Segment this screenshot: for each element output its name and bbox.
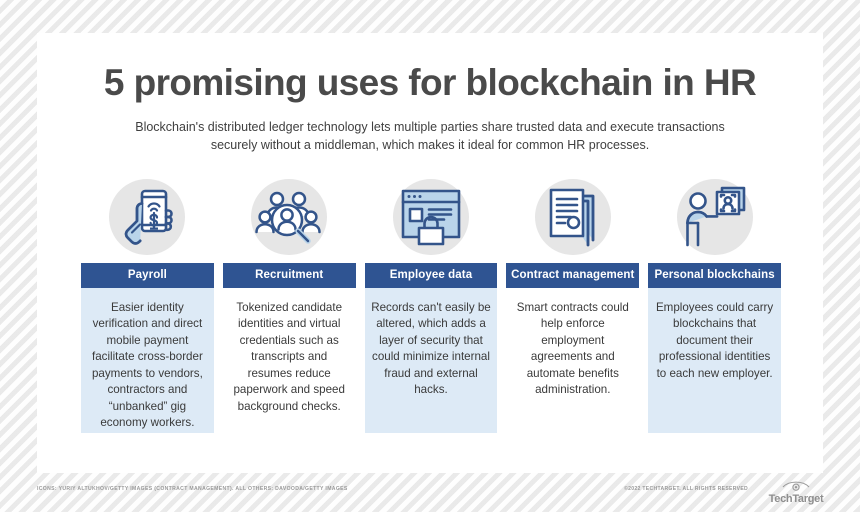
page-title: 5 promising uses for blockchain in HR xyxy=(103,62,757,103)
techtarget-wordmark: TechTarget xyxy=(768,493,824,505)
infographic-card: 5 promising uses for blockchain in HR Bl… xyxy=(37,33,823,473)
people-magnifying-glass-icon xyxy=(251,179,328,255)
column-contract-management: Contract management Smart contracts coul… xyxy=(506,171,640,433)
column-header-payroll: Payroll xyxy=(81,263,214,288)
hand-holding-phone-payment-icon xyxy=(109,179,186,255)
icon-wrap-contract-management xyxy=(506,171,639,263)
icon-wrap-payroll xyxy=(81,171,214,263)
column-personal-blockchains: Personal blockchains Employees could car… xyxy=(648,171,781,433)
stacked-documents-seal-icon xyxy=(534,179,611,255)
column-body-payroll: Easier identity verification and direct … xyxy=(81,288,214,433)
icon-wrap-personal-blockchains xyxy=(648,171,781,263)
icon-wrap-recruitment xyxy=(223,171,356,263)
column-body-contract-management: Smart contracts could help enforce emplo… xyxy=(506,288,640,433)
techtarget-logo: TechTarget xyxy=(754,478,838,507)
image-credit-text: ICONS: YURIY ALTUKHOV/GETTY IMAGES (CONT… xyxy=(37,486,348,492)
column-body-employee-data: Records can't easily be altered, which a… xyxy=(364,288,498,433)
column-recruitment: Recruitment Tokenized candidate identiti… xyxy=(222,171,356,433)
column-body-recruitment: Tokenized candidate identities and virtu… xyxy=(222,288,356,433)
browser-window-lock-icon xyxy=(392,179,469,255)
person-holding-id-card-icon xyxy=(676,179,753,255)
footer: ICONS: YURIY ALTUKHOV/GETTY IMAGES (CONT… xyxy=(0,481,860,512)
column-header-recruitment: Recruitment xyxy=(222,263,356,288)
column-header-employee-data: Employee data xyxy=(364,263,498,288)
column-header-contract-management: Contract management xyxy=(506,263,640,288)
page-subtitle: Blockchain's distributed ledger technolo… xyxy=(135,119,725,152)
columns-container: Payroll Easier identity verification and… xyxy=(81,171,781,433)
techtarget-eye-icon xyxy=(754,478,838,491)
column-header-personal-blockchains: Personal blockchains xyxy=(648,263,781,288)
column-employee-data: Employee data Records can't easily be al… xyxy=(364,171,498,433)
copyright-text: ©2022 TECHTARGET. ALL RIGHTS RESERVED xyxy=(624,486,748,492)
column-body-personal-blockchains: Employees could carry blockchains that d… xyxy=(648,288,781,433)
headline-block: 5 promising uses for blockchain in HR Bl… xyxy=(37,33,823,154)
column-payroll: Payroll Easier identity verification and… xyxy=(81,171,214,433)
icon-wrap-employee-data xyxy=(365,171,498,263)
